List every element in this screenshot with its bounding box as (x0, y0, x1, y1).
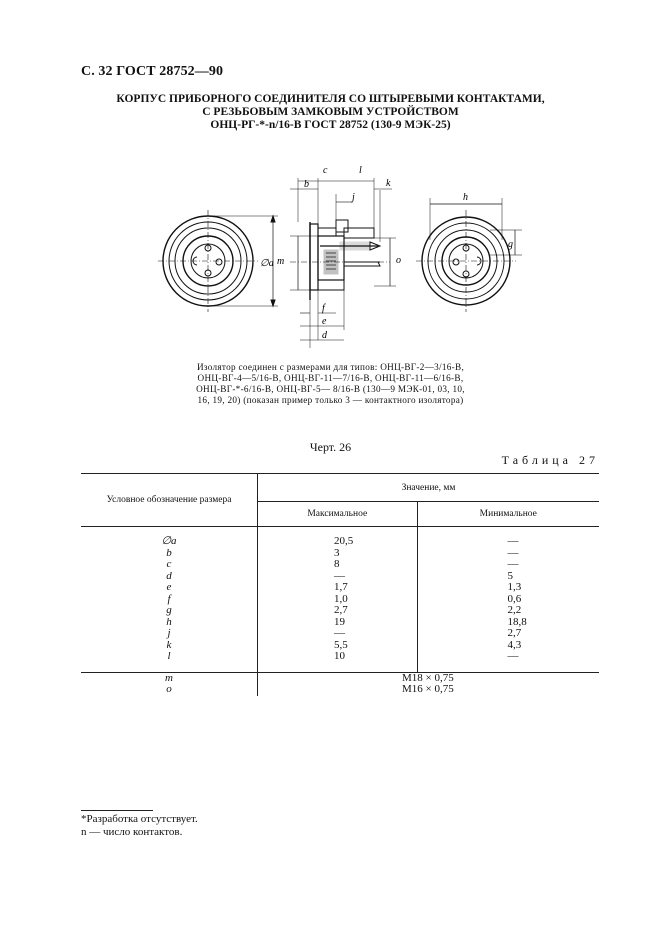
caption-line-1: Изолятор соединен с размерами для типов:… (196, 362, 465, 372)
row-symbol: h (81, 616, 258, 628)
row-max: 2,7 (257, 604, 418, 617)
dim-label-l: l (359, 165, 362, 176)
row-max: — (257, 570, 418, 582)
dim-label-a: ∅a (260, 258, 274, 269)
table-row: c8 — (81, 558, 599, 571)
title-line-2: С РЕЗЬБОВЫМ ЗАМКОВЫМ УСТРОЙСТВОМ (202, 106, 459, 118)
footnote-rule (81, 810, 153, 811)
figure-label: Черт. 26 (309, 440, 352, 454)
row-symbol: o (81, 683, 258, 696)
row-min: — (507, 558, 519, 570)
dim-label-d: d (322, 330, 328, 341)
row-max: 10 (257, 650, 418, 663)
footnote-2: n — число контактов. (81, 826, 183, 838)
caption-line-3: ОНЦ-ВГ-*-6/16-В, ОНЦ-ВГ-5— 8/16-В (130—9… (196, 384, 465, 394)
row-symbol: b (81, 547, 258, 559)
table-row: b3 — (81, 546, 599, 559)
dim-label-f: f (322, 303, 326, 314)
table-row: j— 2,7 (81, 627, 599, 640)
row-symbol: k (81, 639, 258, 651)
row-max: 1,0 (257, 593, 418, 605)
header-max: Максимальное (257, 501, 418, 527)
row-symbol: c (81, 558, 258, 571)
row-min: 1,3 (507, 581, 522, 593)
row-max: 5,5 (257, 639, 418, 651)
row-symbol: d (81, 570, 258, 582)
row-max: 20,5 (257, 535, 418, 548)
row-min: — (507, 535, 519, 547)
table-row: d— 5 (81, 569, 599, 582)
row-symbol: g (81, 604, 258, 617)
dim-label-e: e (322, 316, 327, 327)
row-symbol: e (81, 581, 258, 594)
footnote-1: *Разработка отсутствует. (81, 813, 198, 825)
row-thread-value: M18 × 0,75 (257, 671, 599, 684)
caption-line-4: 16, 19, 20) (показан пример только 3 — к… (197, 395, 464, 405)
header-value: Значение, мм (257, 473, 599, 502)
title-line-3: ОНЦ-РГ-*-n/16-В ГОСТ 28752 (130-9 МЭК-25… (210, 119, 451, 131)
connector-drawing: ∅a m c b l k j o f e d h g (158, 165, 522, 348)
row-symbol: l (81, 650, 258, 663)
title-line-1: КОРПУС ПРИБОРНОГО СОЕДИНИТЕЛЯ СО ШТЫРЕВЫ… (116, 93, 545, 105)
dim-label-m: m (277, 256, 284, 267)
row-min: 5 (507, 569, 514, 582)
dim-label-c: c (323, 165, 328, 176)
row-min: — (507, 546, 519, 559)
row-symbol: j (81, 627, 258, 640)
table-row: l10 — (81, 650, 599, 663)
caption-line-2: ОНЦ-ВГ-4—5/16-В, ОНЦ-ВГ-11—7/16-В, ОНЦ-В… (197, 373, 464, 383)
row-max: — (257, 627, 418, 640)
row-min: 0,6 (507, 592, 522, 605)
row-max: 1,7 (257, 581, 418, 594)
row-min: — (507, 650, 519, 662)
table-row: o M16 × 0,75 (81, 683, 599, 696)
dim-label-o: o (396, 255, 401, 266)
dim-label-j: j (350, 192, 355, 203)
row-min: 2,7 (507, 627, 522, 639)
front-view-left (158, 210, 278, 312)
page-header: С. 32 ГОСТ 28752—90 (81, 64, 224, 79)
row-symbol: f (81, 593, 258, 605)
row-symbol: ∅a (81, 535, 258, 548)
row-min: 2,2 (507, 604, 522, 616)
row-max: 8 (257, 558, 418, 571)
row-max: 3 (257, 547, 418, 559)
dimensions-table: Условное обозначение размера Значение, м… (81, 473, 599, 696)
dim-label-h: h (463, 192, 468, 203)
row-max: 19 (257, 616, 418, 628)
row-thread-value: M16 × 0,75 (402, 683, 454, 695)
dim-label-k: k (386, 178, 391, 189)
row-min: 18,8 (507, 615, 527, 628)
side-view (290, 178, 396, 348)
table-row: ∅a20,5 — (81, 535, 599, 548)
dim-label-g: g (508, 239, 513, 250)
header-symbol: Условное обозначение размера (81, 473, 258, 527)
row-min: 4,3 (507, 638, 522, 651)
dim-label-b: b (304, 179, 309, 190)
row-symbol: m (81, 671, 258, 684)
front-view-right (416, 198, 522, 312)
table-title: Таблица 27 (501, 453, 599, 467)
header-min: Минимальное (417, 501, 599, 527)
